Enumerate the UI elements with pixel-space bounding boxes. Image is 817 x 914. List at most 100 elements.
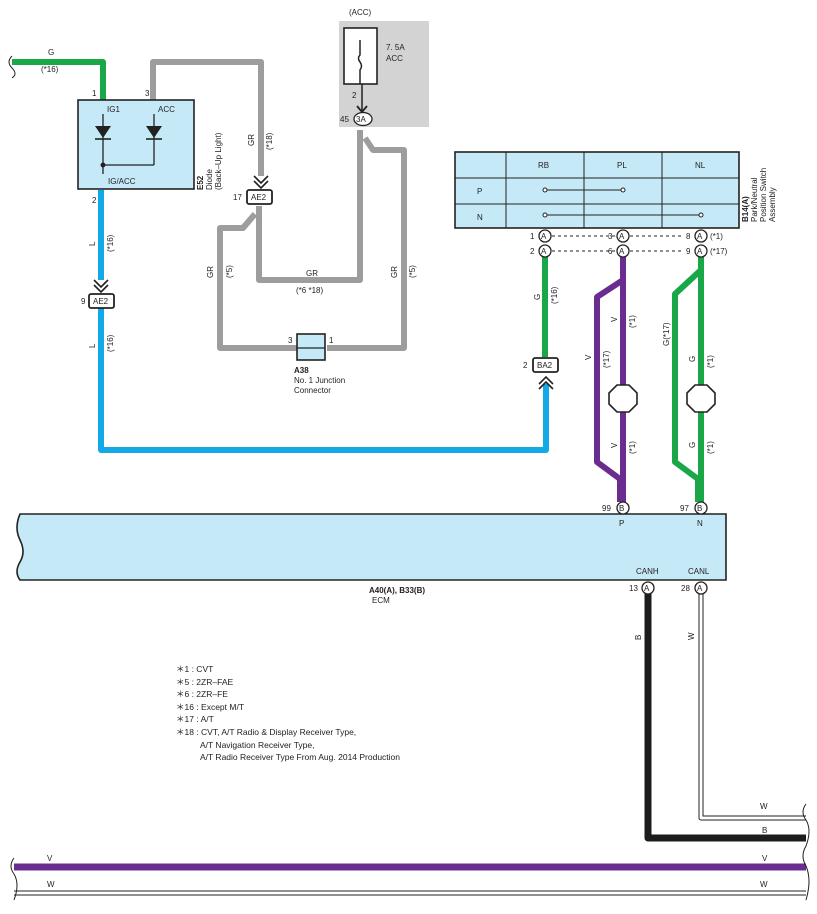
pnp-pin-3-num: 3 [608,232,613,241]
pnp-pin-3-letter: A [619,232,625,241]
pnp-pin-8-num: 8 [686,232,691,241]
wire-gr-label-2: GR [206,266,215,278]
diode-1-icon [95,126,111,138]
fuse-connector-3a [353,111,373,127]
ecm-p-label: P [619,519,624,528]
notes-legend: ＊1 : CVT ＊5 : 2ZR–FAE ＊6 : 2ZR–FE ＊16 : … [176,663,400,764]
fuse-block-label: (ACC) [349,8,372,17]
connector-ae2-top-label: AE2 [251,193,267,202]
pnp-row-n: N [477,213,483,222]
connector-ae2-left-label: AE2 [93,297,109,306]
pnp-pin-1-num: 1 [530,232,535,241]
fuse-name: ACC [386,54,403,63]
ecm-pin-13 [641,581,655,595]
wire-l-label-2: L [88,343,97,348]
ecm-pin-28-letter: A [697,584,703,593]
ba2-arrow-icon [538,375,554,390]
fuse-pin-label: 2 [352,91,357,100]
pnp-pin-9-letter: A [697,247,703,256]
pnp-pin-8-note: (*1) [710,232,723,241]
diode-pin-2: 2 [92,196,97,205]
ecm-pin-99-letter: B [619,504,624,513]
splice-g-icon [686,384,716,413]
wire-g-1-label-b: G [688,442,697,448]
junction-pin-right: 1 [329,336,334,345]
ae2-top-arrow-icon [253,175,269,190]
wire-gr-label-4: GR [390,266,399,278]
wire-g-1-note-a: (*1) [706,355,715,368]
bus-break-left-icon [10,857,18,901]
ecm-pin-13-letter: A [644,584,650,593]
wire-g-ba2-note: (*16) [550,286,559,304]
note-17: ＊17 : A/T [176,714,214,725]
wire-b-label: B [634,635,643,640]
note-6: ＊6 : 2ZR–FE [176,689,228,700]
ecm-pin-28 [694,581,708,595]
ecm-canl-label: CANL [688,567,710,576]
pnp-pin-links [552,235,684,252]
pnp-pin-1 [538,229,552,243]
pnp-col-nl: NL [695,161,706,170]
pnp-row-p: P [477,187,482,196]
diode-pin-1: 1 [92,89,97,98]
pnp-col-rb: RB [538,161,549,170]
wire-w-canl-outer [698,594,806,821]
note-18b: A/T Navigation Receiver Type, [200,739,315,750]
diode-ref: E52 [196,175,205,190]
wire-v-1-label-a: V [610,316,619,322]
ecm-name: ECM [372,596,390,605]
wire-g-1-note-b: (*1) [706,441,715,454]
wire-v-1-note-b: (*1) [628,441,637,454]
pnp-ref: B14(A) [741,196,750,222]
wire-v-1-note-a: (*1) [628,315,637,328]
wire-gr-note-18: (*18) [265,132,274,150]
pnp-pin-6-letter: A [619,247,625,256]
wire-v-1-label-b: V [610,442,619,448]
connector-ae2-top [246,189,273,205]
junction-line2: Connector [294,386,331,395]
wire-v-17-note: (*17) [602,350,611,368]
wire-v-17-label: V [584,354,593,360]
pnp-pin-1-letter: A [541,232,547,241]
connector-ba2-pin: 2 [523,361,528,370]
pnp-pin-6-num: 6 [608,247,613,256]
wire-gr-label-3: GR [306,269,318,278]
pnp-pin-2-num: 2 [530,247,535,256]
note-16: ＊16 : Except M/T [176,701,245,712]
diode-box [77,99,195,190]
pnp-pin-3 [616,229,630,243]
wire-break-icon [8,55,16,79]
diode-ig1-label: IG1 [107,105,120,114]
wire-l-note-2: (*16) [106,334,115,352]
diode-sub: (Back–Up Light) [214,132,223,190]
pnp-pin-8-letter: A [697,232,703,241]
wire-v-17 [594,256,626,502]
junction-connector-box [296,333,326,361]
wire-gr-acc [150,59,264,176]
diode-acc-label: ACC [158,105,175,114]
splice-v-icon [608,384,638,413]
wire-gr-junction-1 [327,136,407,351]
connector-ba2-label: BA2 [537,361,553,370]
wire-gr-note-5a: (*5) [225,265,234,278]
ecm-box [16,513,727,581]
junction-pin-left: 3 [288,336,293,345]
wire-w-right-label: W [760,802,768,811]
wire-b-right-label: B [762,826,767,835]
fuse-connector-pin: 45 [340,115,349,124]
ae2-left-arrow-icon [93,279,109,294]
ecm-pin-13-num: 13 [629,584,638,593]
pnp-pin-9-num: 9 [686,247,691,256]
wire-g-label: G [48,48,54,57]
fuse-rating: 7. 5A [386,43,405,52]
wire-g-17 [672,262,704,502]
ecm-pin-99-num: 99 [602,504,611,513]
wire-w-canl-inner [699,594,806,820]
bus-w-right-label: W [760,880,768,889]
fuse-icon [357,40,363,84]
wire-gr-label-1: GR [247,134,256,146]
note-18a: ＊18 : CVT, A/T Radio & Display Receiver … [176,726,357,737]
wire-gr-note-5b: (*5) [408,265,417,278]
pnp-pin-6 [616,244,630,258]
